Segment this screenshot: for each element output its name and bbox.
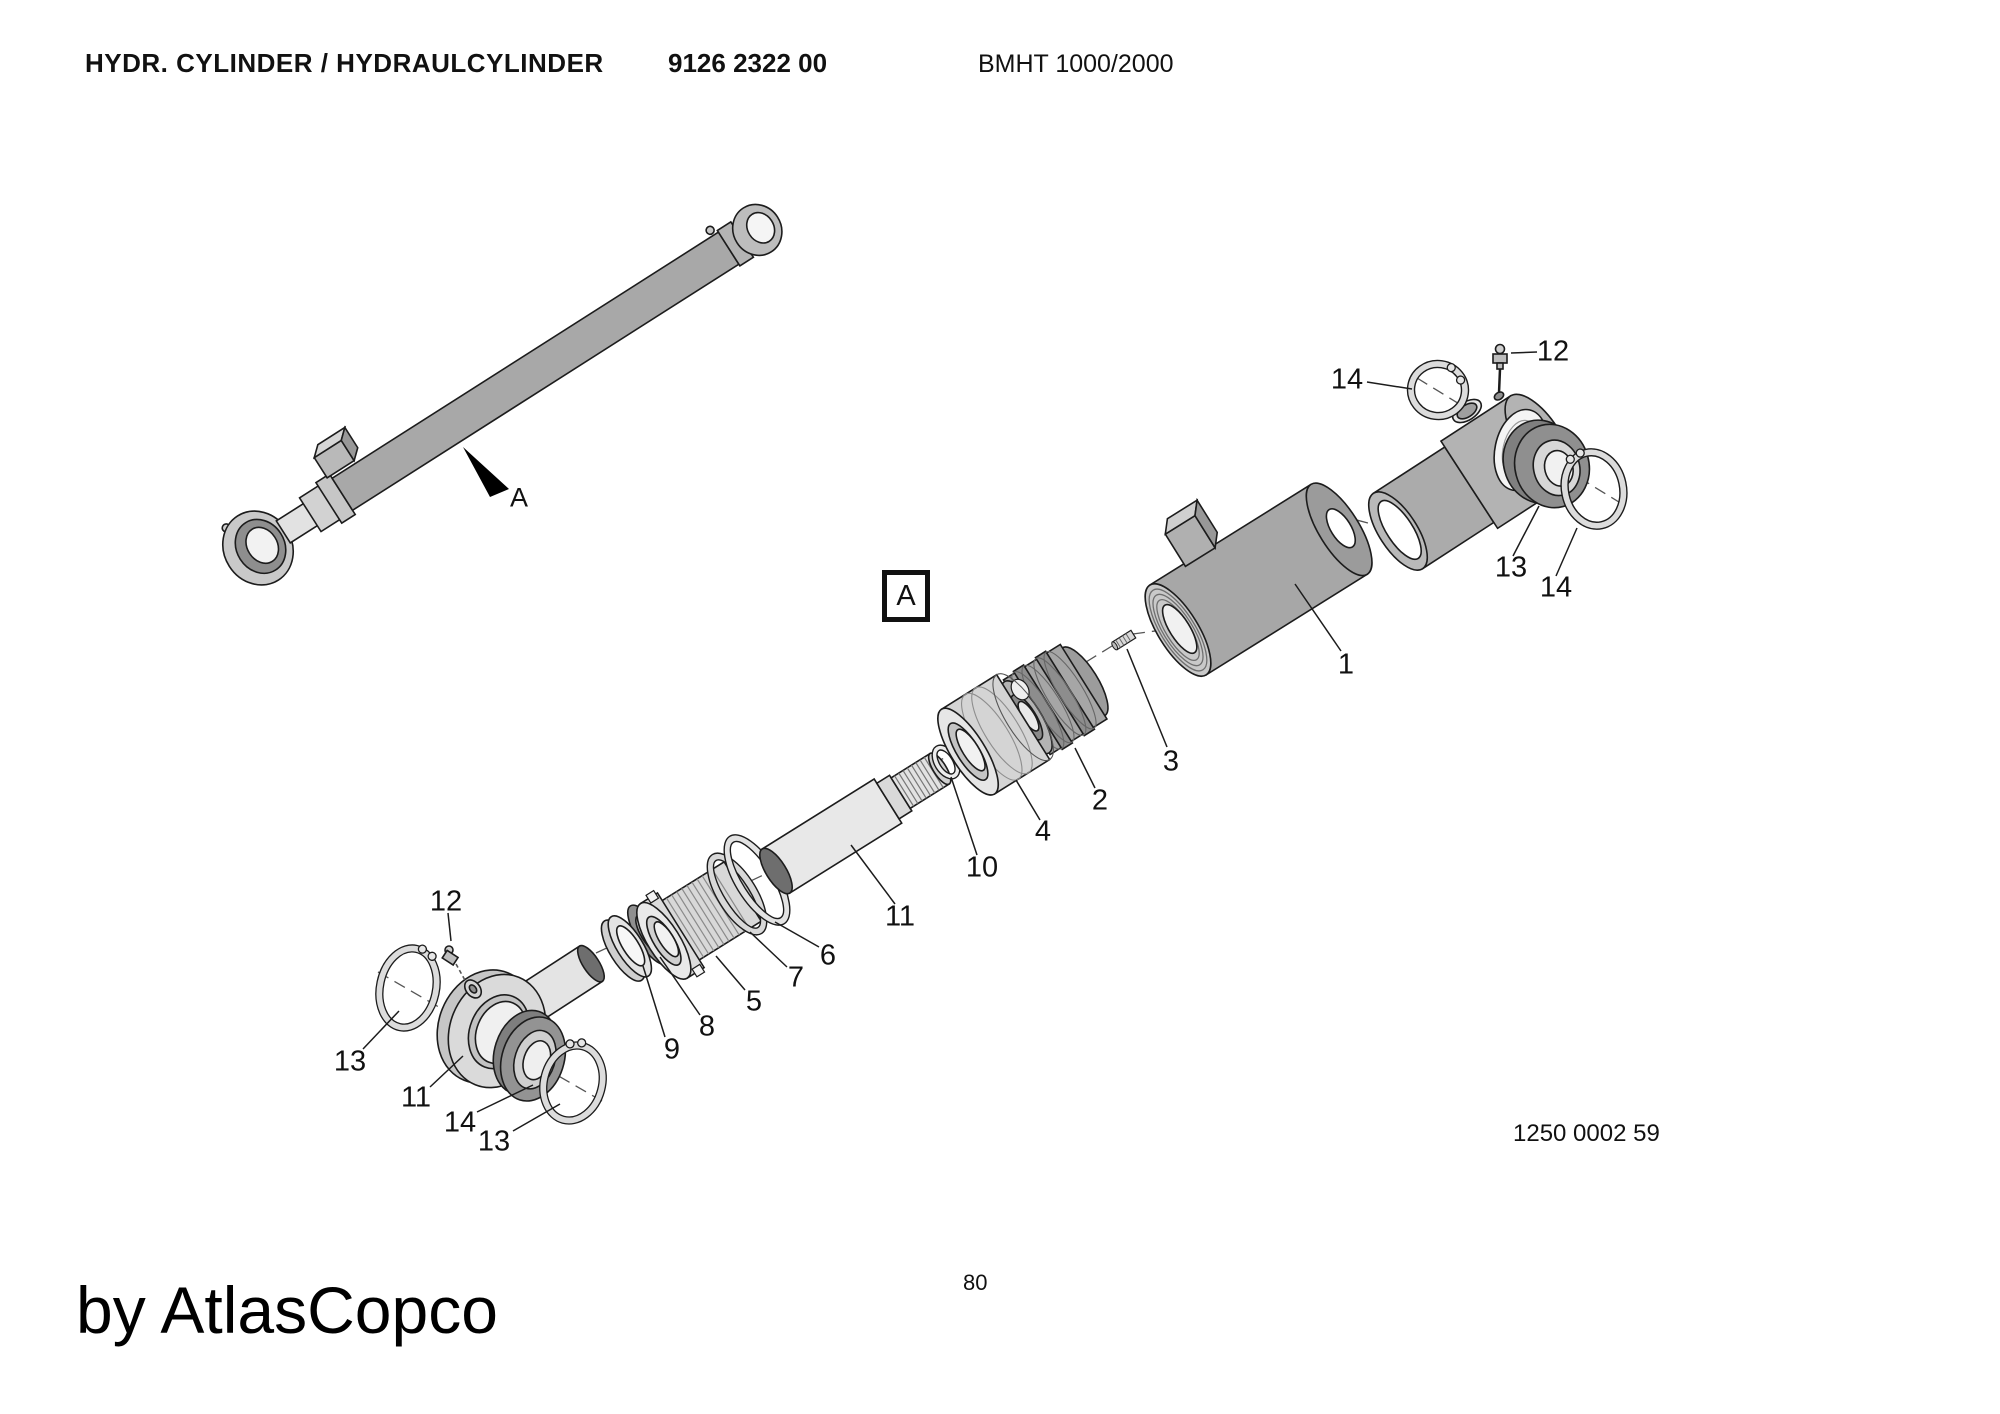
part-13-retaining-ring-left	[375, 944, 441, 1032]
part-number-label: 4	[1034, 815, 1052, 848]
figure-number: 1250 0002 59	[1513, 1120, 1660, 1147]
part-number-label: 12	[429, 885, 463, 918]
part-number-label: 7	[787, 961, 805, 994]
assembled-cylinder-view	[221, 203, 783, 586]
part-1-cylinder-barrel	[1144, 482, 1373, 677]
part-number-label: 6	[819, 939, 837, 972]
part-number-label: 9	[663, 1033, 681, 1066]
part-12-grease-nipple-lower	[441, 945, 467, 983]
part-number-label: 10	[965, 851, 999, 884]
document-number: 9126 2322 00	[668, 48, 828, 78]
part-13-retaining-ring-right	[539, 1038, 607, 1125]
part-14-retaining-ring-right	[1560, 448, 1628, 530]
part-number-label: 2	[1091, 784, 1109, 817]
part-4-guide-sleeve	[937, 673, 1054, 796]
part-number-label: 5	[745, 985, 763, 1018]
page-title: HYDR. CYLINDER / HYDRAULCYLINDER	[85, 48, 604, 78]
leader-lines	[362, 351, 1578, 1132]
part-number-label: 13	[1494, 551, 1528, 584]
page-number: 80	[963, 1270, 988, 1295]
part-11-piston-rod	[759, 752, 952, 895]
port-block	[1164, 497, 1219, 568]
part-3-set-screw	[1111, 629, 1137, 651]
part-5-gland	[636, 860, 766, 980]
part-number-label: 13	[477, 1125, 511, 1158]
model-designation: BMHT 1000/2000	[978, 50, 1174, 78]
part-number-label: 14	[1330, 363, 1364, 396]
port-block	[312, 425, 359, 479]
part-number-label: 14	[1539, 571, 1573, 604]
part-number-label: 3	[1162, 745, 1180, 778]
part-number-label: 1	[1337, 648, 1355, 681]
part-12-grease-nipple-upper	[1492, 343, 1508, 394]
part-number-label: 13	[333, 1045, 367, 1078]
part-number-label: 11	[884, 900, 916, 933]
brand-watermark: by AtlasCopco	[76, 1273, 498, 1347]
part-number-label: 12	[1536, 335, 1570, 368]
part-9-wiper-ring	[600, 915, 653, 982]
detail-view-letter: A	[896, 579, 916, 612]
view-a-arrow	[463, 447, 509, 497]
part-7-o-ring	[706, 852, 768, 936]
part-13-bearing-upper	[1502, 419, 1591, 509]
view-a-arrow-label: A	[509, 482, 529, 513]
detail-view-box-label: A	[882, 570, 930, 622]
part-2-piston	[1000, 643, 1109, 756]
part-14-retaining-ring-left	[1406, 359, 1470, 421]
part-number-label: 14	[443, 1106, 477, 1139]
part-number-label: 8	[698, 1010, 716, 1043]
part-number-label: 11	[400, 1081, 432, 1114]
